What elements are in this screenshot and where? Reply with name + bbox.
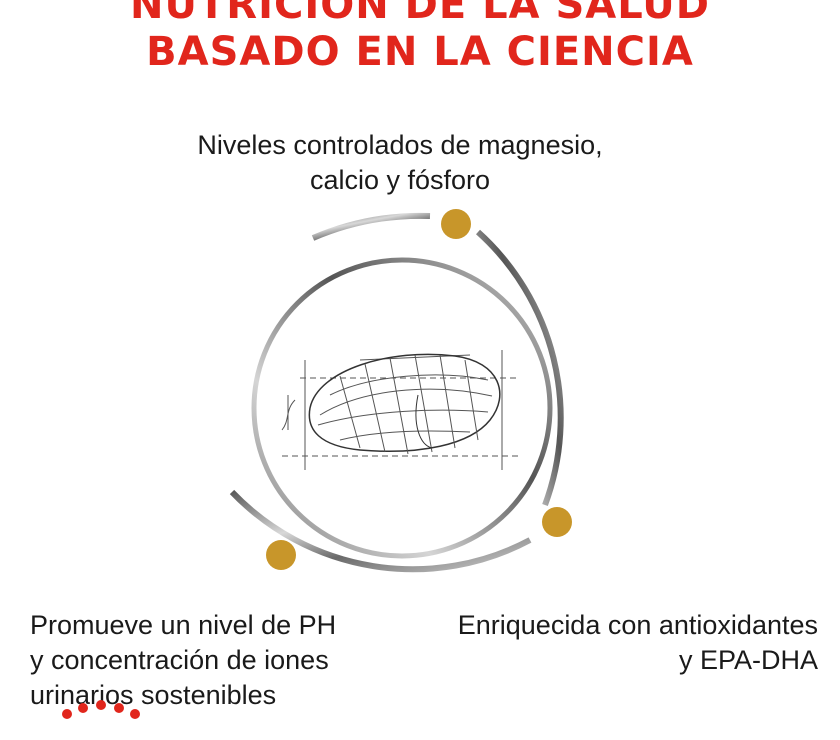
- inner-ring: [251, 257, 553, 559]
- outer-arc-right: [475, 229, 564, 507]
- dot-ph: [266, 540, 296, 570]
- feature-ph: Promueve un nivel de PH y concentración …: [30, 608, 450, 713]
- dot-minerals: [441, 209, 471, 239]
- feature-antioxidants-line-2: y EPA-DHA: [678, 645, 818, 675]
- title-line-2: BASADO EN LA CIENCIA: [146, 29, 694, 75]
- title-line-1: NUTRICIÓN DE LA SALUD: [130, 0, 710, 28]
- feature-ph-line-2: y concentración de iones: [30, 645, 329, 675]
- feature-minerals-line-1: Niveles controlados de magnesio,: [197, 130, 603, 160]
- kibble-sketch-icon: [281, 350, 520, 470]
- dot-antioxidants: [542, 507, 572, 537]
- feature-antioxidants: Enriquecida con antioxidantes y EPA-DHA: [380, 608, 818, 678]
- feature-minerals-line-2: calcio y fósforo: [309, 165, 491, 195]
- feature-ph-line-3: urinarios sostenibles: [30, 680, 277, 710]
- outer-arc-top: [311, 212, 431, 241]
- outer-arc-bottom: [229, 489, 532, 573]
- feature-minerals: Niveles controlados de magnesio, calcio …: [120, 128, 680, 198]
- feature-antioxidants-line-1: Enriquecida con antioxidantes: [457, 610, 818, 640]
- brand-logo-icon: [62, 700, 140, 719]
- feature-ph-line-1: Promueve un nivel de PH: [30, 610, 337, 640]
